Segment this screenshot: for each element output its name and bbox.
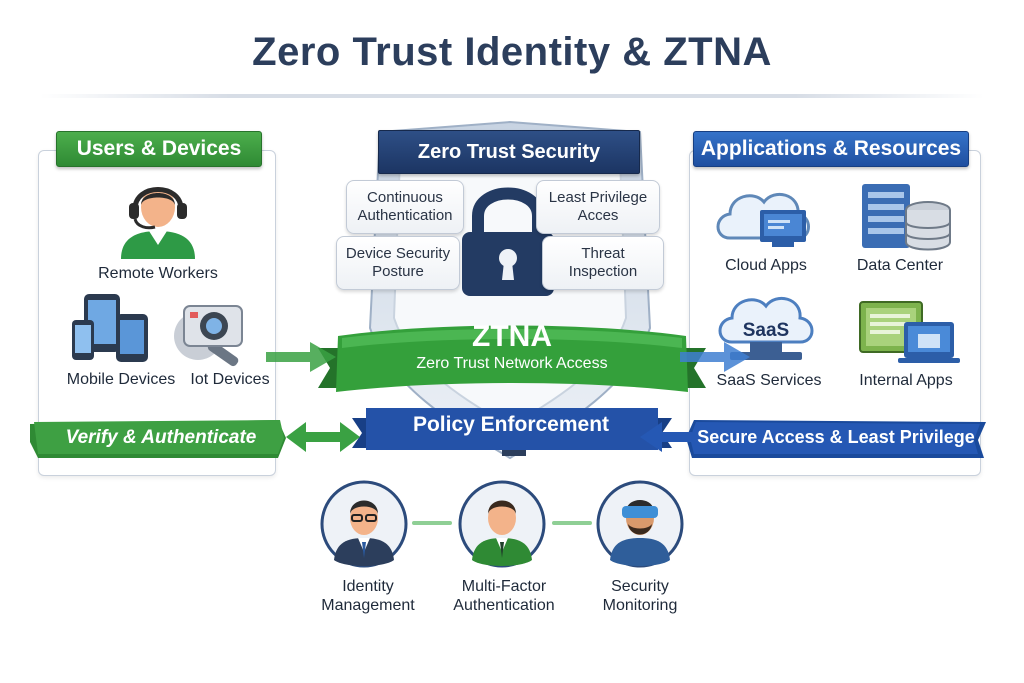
identity-mfa-connector (412, 521, 452, 525)
continuous-auth-line1: Continuous (367, 189, 443, 206)
applications-resources-header: Applications & Resources (693, 131, 969, 167)
title-divider (40, 94, 984, 98)
saas-services-label: SaaS Services (716, 372, 822, 389)
internal-apps-label: Internal Apps (859, 372, 953, 389)
iot-camera-icon (174, 305, 243, 367)
mobile-devices-label: Mobile Devices (66, 371, 176, 388)
device-posture-line2: Posture (372, 263, 424, 280)
cloud-apps-icon (716, 192, 810, 247)
remote-worker-icon (121, 187, 195, 259)
identity-line1: Identity (342, 578, 394, 595)
ztna-title: ZTNA (472, 320, 552, 353)
mfa-line2: Authentication (453, 597, 555, 614)
monitoring-line1: Security (611, 578, 669, 595)
policy-access-arrow (640, 422, 692, 452)
monitoring-line2: Monitoring (602, 597, 678, 614)
threat-inspection-line1: Threat (581, 245, 625, 262)
policy-enforcement-label: Policy Enforcement (412, 413, 610, 436)
remote-workers-label: Remote Workers (98, 265, 218, 282)
secure-access-banner-ribbon (686, 420, 986, 458)
users-devices-header: Users & Devices (56, 131, 262, 167)
data-center-label: Data Center (856, 257, 944, 274)
identity-management-label: Identity Management (304, 577, 432, 615)
multi-factor-authentication-icon (458, 480, 546, 568)
cloud-apps-label: Cloud Apps (725, 257, 807, 274)
saas-icon-text: SaaS (742, 320, 790, 341)
mfa-label: Multi-Factor Authentication (436, 577, 572, 615)
verify-policy-double-arrow (286, 422, 360, 452)
threat-inspection-line2: Inspection (568, 263, 638, 280)
verify-banner-ribbon (30, 420, 286, 458)
mfa-line1: Multi-Factor (461, 578, 547, 595)
secure-access-banner: Secure Access & Least Privilege (697, 427, 975, 447)
continuous-auth-line2: Authentication (357, 207, 453, 224)
device-posture-line1: Device Security (345, 245, 451, 262)
page-title: Zero Trust Identity & ZTNA (252, 30, 772, 74)
mfa-monitoring-connector (552, 521, 592, 525)
data-center-icon (862, 184, 951, 251)
security-monitoring-icon (596, 480, 684, 568)
ztna-subtitle: Zero Trust Network Access (416, 355, 608, 372)
identity-line2: Management (321, 597, 415, 614)
saas-cloud-icon (718, 296, 814, 360)
verify-authenticate-banner: Verify & Authenticate (65, 427, 257, 448)
mobile-devices-icon (72, 294, 148, 362)
security-monitoring-label: Security Monitoring (578, 577, 702, 615)
zero-trust-security-header: Zero Trust Security (378, 130, 640, 174)
users-to-ztna-arrow (266, 342, 336, 372)
least-privilege-line2: Acces (577, 207, 619, 224)
least-privilege-line1: Least Privilege (548, 189, 648, 206)
identity-management-icon (320, 480, 408, 568)
ztna-to-apps-arrow (680, 342, 750, 372)
iot-devices-label: Iot Devices (190, 371, 270, 388)
internal-apps-icon (859, 301, 960, 363)
